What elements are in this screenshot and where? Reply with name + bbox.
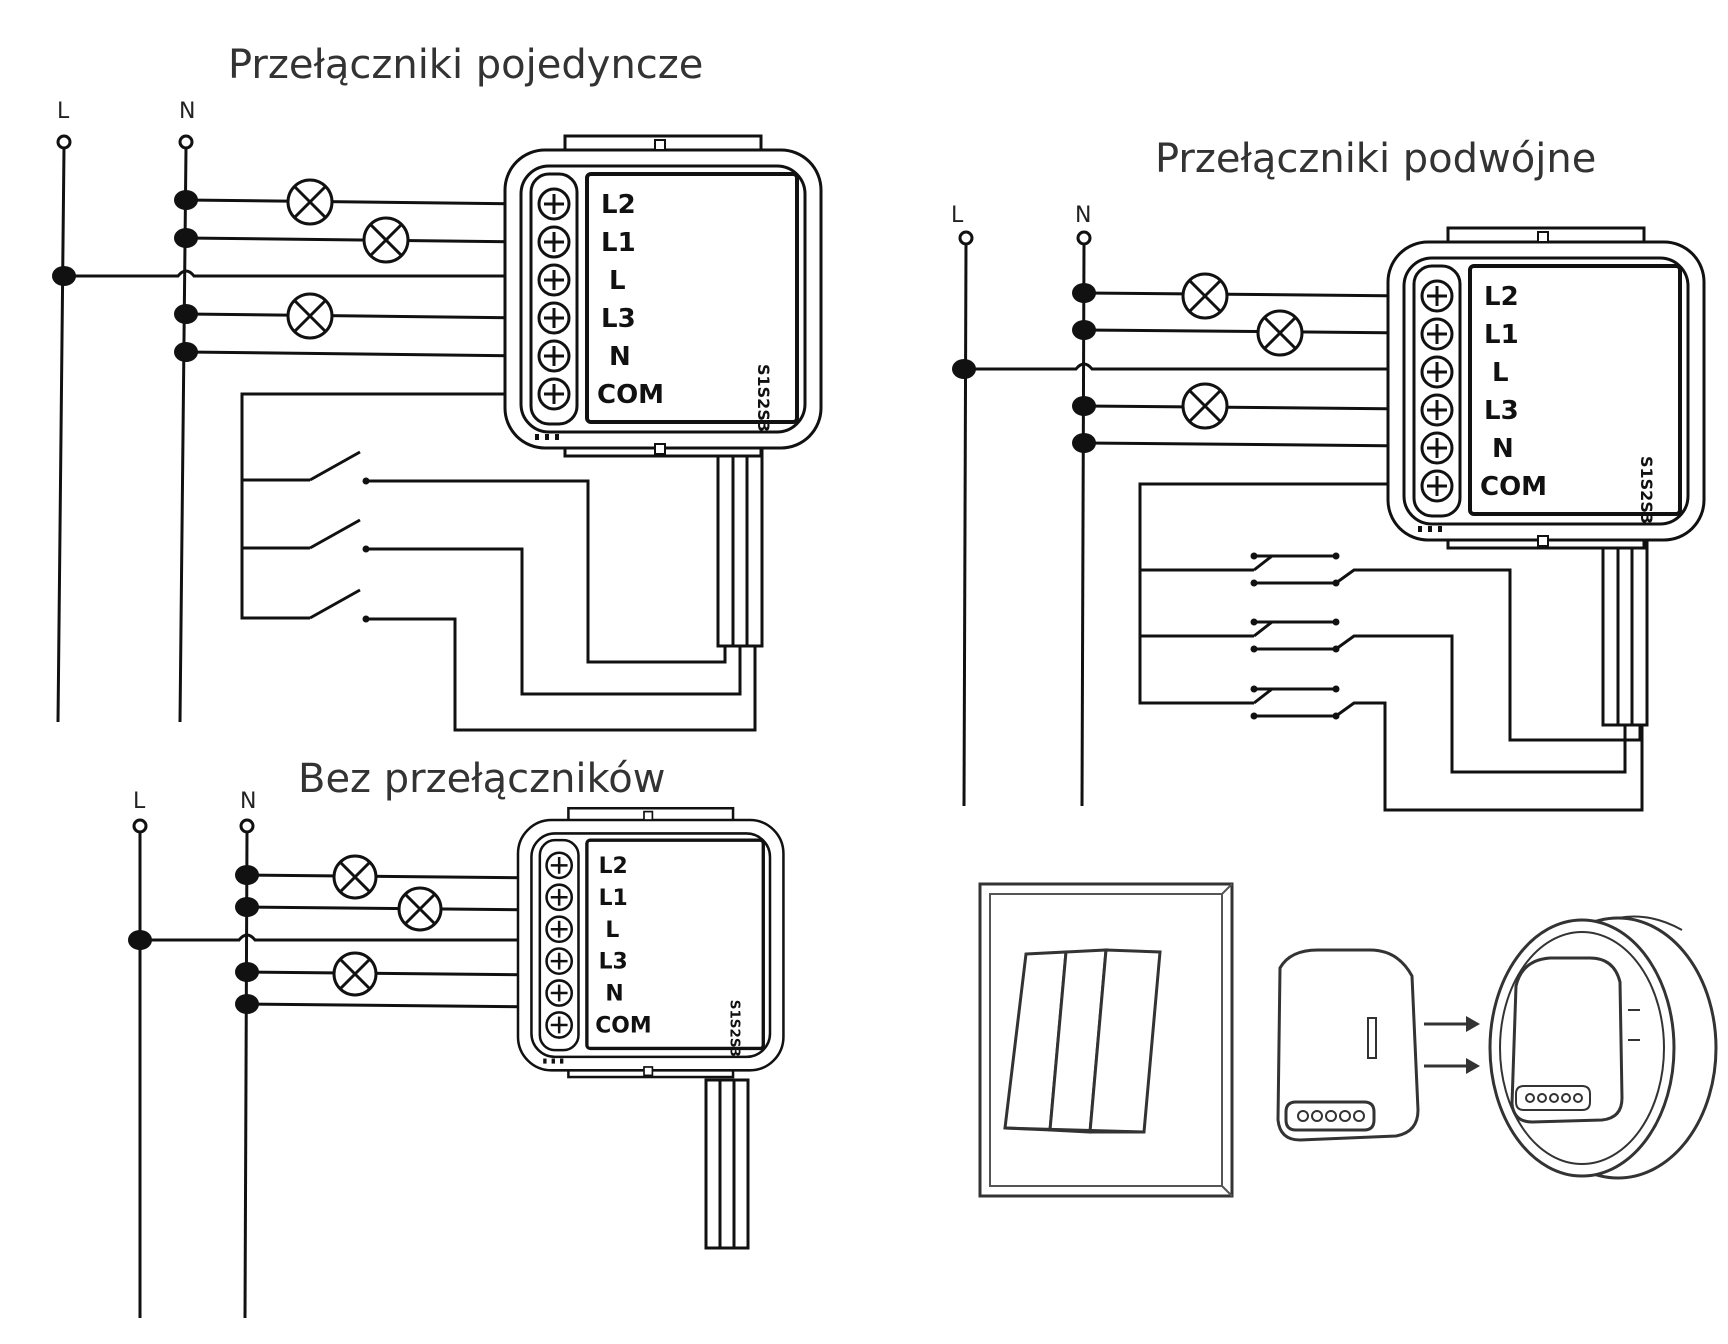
- terminal-label-l1: L1: [1484, 320, 1519, 350]
- two-way-switch-2: [1250, 618, 1627, 774]
- junction-dots-none: [128, 865, 259, 1014]
- terminal-screw-l: [1420, 355, 1454, 389]
- terminal-label-n: N: [605, 982, 623, 1007]
- terminal-screw-l2: [537, 187, 571, 221]
- terminal-label-l2: L2: [1484, 282, 1519, 312]
- lamp-l1: [362, 216, 410, 264]
- terminal-screw-l: [537, 263, 571, 297]
- junction-dots-double: [952, 283, 1096, 453]
- switch-1: [309, 450, 727, 664]
- title-double-switches: Przełączniki podwójne: [1155, 136, 1596, 182]
- lamp-l3-double: [1181, 382, 1229, 430]
- lamp-l3: [286, 292, 334, 340]
- terminal-label-l1: L1: [599, 886, 628, 911]
- mains-lines: [56, 134, 194, 723]
- lamp-l2-double: [1181, 272, 1229, 320]
- title-single-switches: Przełączniki pojedyncze: [228, 42, 703, 88]
- terminal-label-l3: L3: [601, 304, 636, 334]
- terminal-screw-l: [545, 915, 574, 944]
- line-label-l: L: [57, 99, 70, 124]
- title-no-switches: Bez przełączników: [298, 756, 665, 802]
- terminal-screw-com: [545, 1011, 574, 1039]
- line-label-n-none: N: [240, 789, 256, 814]
- lamp-l2-none: [332, 854, 378, 900]
- load-wires-double: [964, 291, 1419, 705]
- insertion-arrows: [1424, 1016, 1480, 1074]
- mains-lines-none: [132, 818, 255, 1319]
- terminal-label-n: N: [1492, 434, 1514, 464]
- relay-module-illustration: [1276, 948, 1420, 1142]
- terminal-label-n: N: [609, 342, 631, 372]
- diagram-single-switches: L N: [52, 99, 823, 732]
- terminal-label-com: COM: [597, 380, 664, 410]
- terminal-label-l3: L3: [1484, 396, 1519, 426]
- terminal-screw-l3: [545, 947, 574, 975]
- two-way-switch-3: [1250, 685, 1644, 812]
- switch-input-cable-double: [1601, 533, 1649, 727]
- switch-3: [309, 588, 757, 732]
- junction-dots: [52, 190, 198, 362]
- line-label-l-none: L: [133, 789, 146, 814]
- terminal-screw-l2: [1420, 279, 1454, 313]
- terminal-label-l: L: [609, 266, 626, 296]
- diagram-double-switches: L N: [951, 203, 1706, 812]
- switch-terminal-label: S1S2S3: [727, 1000, 742, 1057]
- terminal-label-com: COM: [595, 1014, 651, 1039]
- line-label-l-double: L: [951, 203, 964, 228]
- terminal-screw-n: [537, 339, 571, 373]
- two-way-switch-1: [1250, 552, 1642, 742]
- terminal-screw-l1: [537, 225, 571, 259]
- switch-terminal-label: S1S2S3: [754, 364, 773, 432]
- lamp-l1-none: [397, 886, 443, 932]
- switch-2: [309, 518, 742, 696]
- terminal-screw-l1: [545, 883, 574, 912]
- mains-lines-double: [958, 230, 1092, 807]
- terminal-label-l3: L3: [599, 950, 628, 975]
- terminal-screw-l3: [537, 301, 571, 335]
- lamp-l2: [286, 178, 334, 226]
- installation-illustration: [978, 882, 1718, 1198]
- terminal-screw-n: [545, 979, 574, 1007]
- wall-switch-plate: [978, 882, 1234, 1198]
- terminal-screw-l1: [1420, 317, 1454, 351]
- lamp-l1-double: [1256, 309, 1304, 357]
- switch-input-cable: [716, 444, 764, 648]
- terminal-label-l1: L1: [601, 228, 636, 258]
- terminal-screw-l2: [545, 851, 574, 880]
- terminal-screw-com: [1420, 469, 1454, 503]
- line-label-n-double: N: [1075, 203, 1091, 228]
- terminal-screw-com: [537, 377, 571, 411]
- terminal-screw-l3: [1420, 393, 1454, 427]
- terminal-label-com: COM: [1480, 472, 1547, 502]
- lamp-l3-none: [332, 951, 378, 997]
- line-label-n: N: [179, 99, 195, 124]
- terminal-label-l2: L2: [599, 854, 628, 879]
- terminal-label-l: L: [1492, 358, 1509, 388]
- terminal-label-l: L: [605, 918, 619, 943]
- terminal-screw-n: [1420, 431, 1454, 465]
- terminal-label-l2: L2: [601, 190, 636, 220]
- loose-cable-none: [704, 1078, 750, 1250]
- load-wires: [64, 198, 536, 620]
- wall-box-illustration: [1488, 915, 1718, 1180]
- switch-terminal-label: S1S2S3: [1637, 456, 1656, 524]
